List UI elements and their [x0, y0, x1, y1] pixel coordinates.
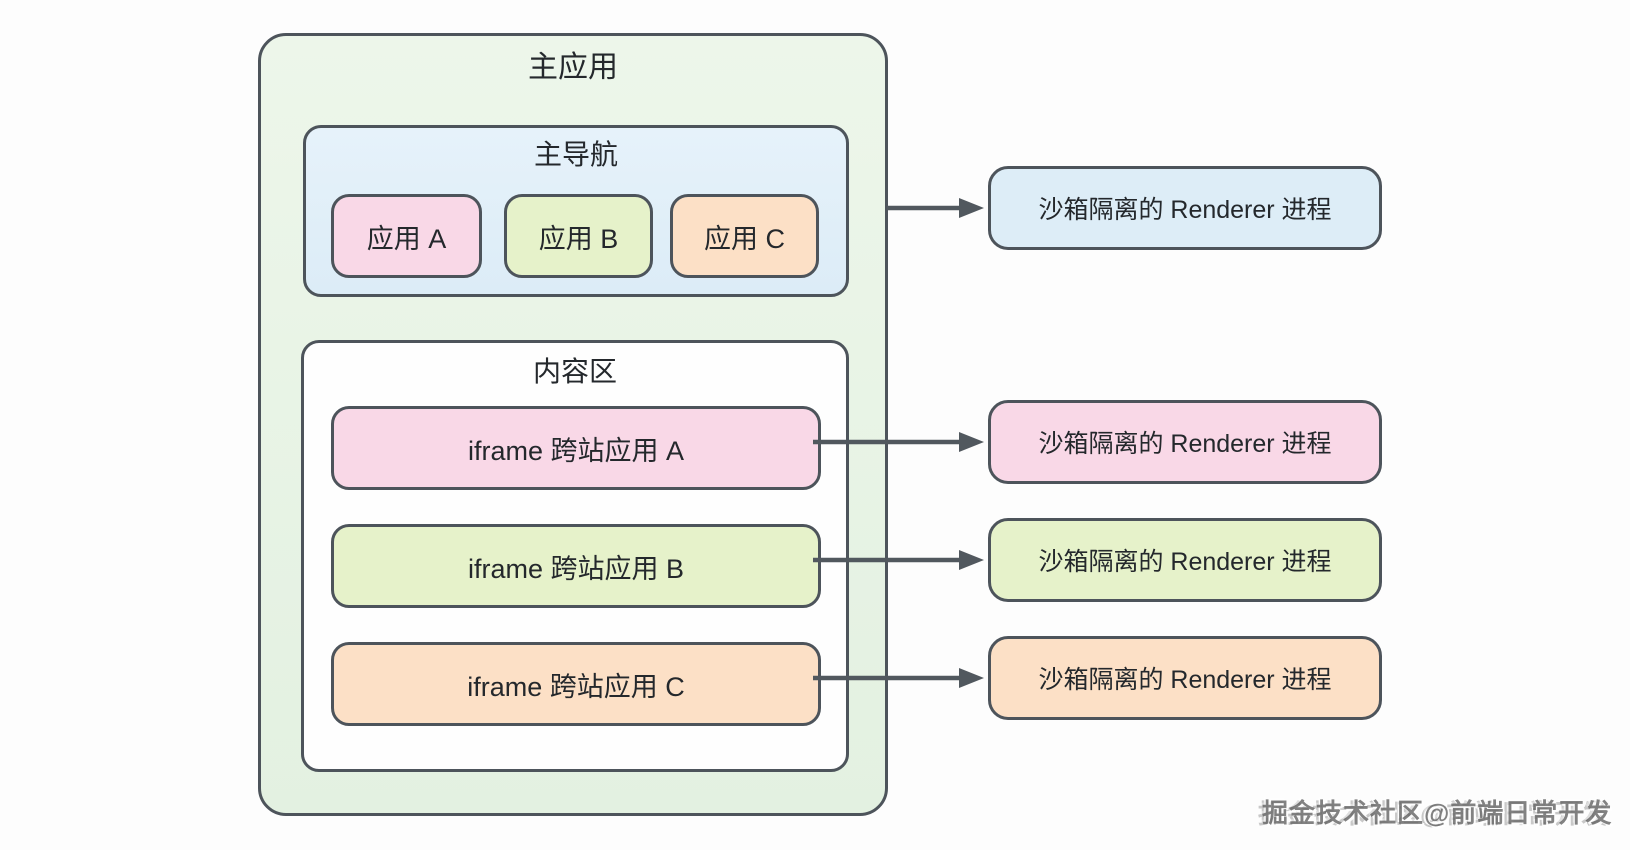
nav-app-c-label: 应用 C [704, 223, 785, 254]
renderer-process-nav-label: 沙箱隔离的 Renderer 进程 [1038, 196, 1332, 224]
iframe-app-b-node: iframe 跨站应用 B [331, 524, 821, 608]
iframe-app-a-node: iframe 跨站应用 A [331, 406, 821, 490]
renderer-process-c-node: 沙箱隔离的 Renderer 进程 [988, 636, 1382, 720]
renderer-process-nav-node: 沙箱隔离的 Renderer 进程 [988, 166, 1382, 250]
main-app-container: 主应用 主导航 应用 A 应用 B 应用 C 内容区 iframe 跨站应用 A… [258, 33, 888, 816]
nav-app-b-node: 应用 B [504, 194, 653, 278]
renderer-process-c-label: 沙箱隔离的 Renderer 进程 [1038, 666, 1332, 694]
main-app-title: 主应用 [528, 51, 618, 84]
iframe-app-a-label: iframe 跨站应用 A [467, 435, 685, 466]
nav-app-a-label: 应用 A [366, 223, 447, 254]
watermark: 掘金技术社区@前端日常开发 [1262, 798, 1613, 828]
content-area-title: 内容区 [532, 356, 617, 387]
nav-app-b-label: 应用 B [538, 223, 619, 254]
nav-app-a-node: 应用 A [331, 194, 482, 278]
iframe-app-c-node: iframe 跨站应用 C [331, 642, 821, 726]
arrow-mainapp-to-renderer-icon [887, 198, 984, 218]
content-area-container: 内容区 iframe 跨站应用 A iframe 跨站应用 B iframe 跨… [301, 340, 849, 772]
main-nav-container: 主导航 应用 A 应用 B 应用 C [303, 125, 849, 297]
renderer-process-b-node: 沙箱隔离的 Renderer 进程 [988, 518, 1382, 602]
iframe-app-b-label: iframe 跨站应用 B [467, 553, 685, 584]
renderer-process-b-label: 沙箱隔离的 Renderer 进程 [1038, 548, 1332, 576]
main-nav-title: 主导航 [533, 139, 618, 170]
iframe-app-c-label: iframe 跨站应用 C [467, 671, 685, 702]
renderer-process-a-node: 沙箱隔离的 Renderer 进程 [988, 400, 1382, 484]
renderer-process-a-label: 沙箱隔离的 Renderer 进程 [1038, 430, 1332, 458]
nav-app-c-node: 应用 C [670, 194, 819, 278]
